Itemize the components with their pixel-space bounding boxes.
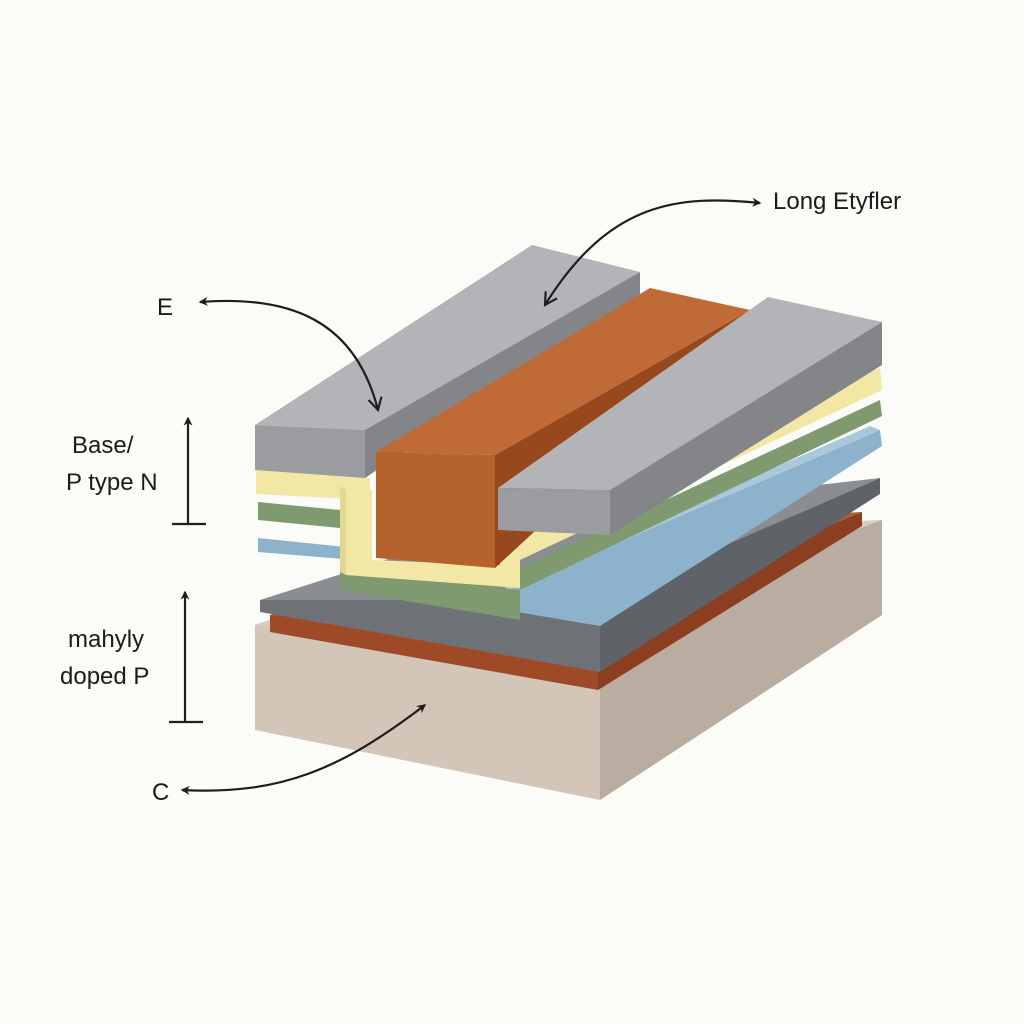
emitter-top-face [376, 288, 750, 455]
green-layer [258, 400, 882, 620]
doped-label-line2: doped P [60, 663, 149, 690]
emitter-label: E [157, 294, 173, 321]
collector-pointer-arrow [180, 704, 427, 795]
base-label-line1: Base/ [72, 432, 134, 459]
right-metal-contact [498, 297, 882, 535]
top-right-pointer-arrow [543, 197, 762, 307]
emitter-pointer-arrow [198, 296, 383, 413]
base-dimension-marker [172, 416, 206, 526]
doped-dimension-marker [169, 590, 203, 724]
collector-label: C [152, 779, 169, 806]
base-label-line2: P type N [66, 469, 158, 496]
emitter-front-face [376, 452, 495, 568]
substrate-side-face [600, 520, 882, 800]
top-right-label: Long Etyfler [773, 188, 901, 215]
doped-label-line1: mahyly [68, 626, 144, 653]
